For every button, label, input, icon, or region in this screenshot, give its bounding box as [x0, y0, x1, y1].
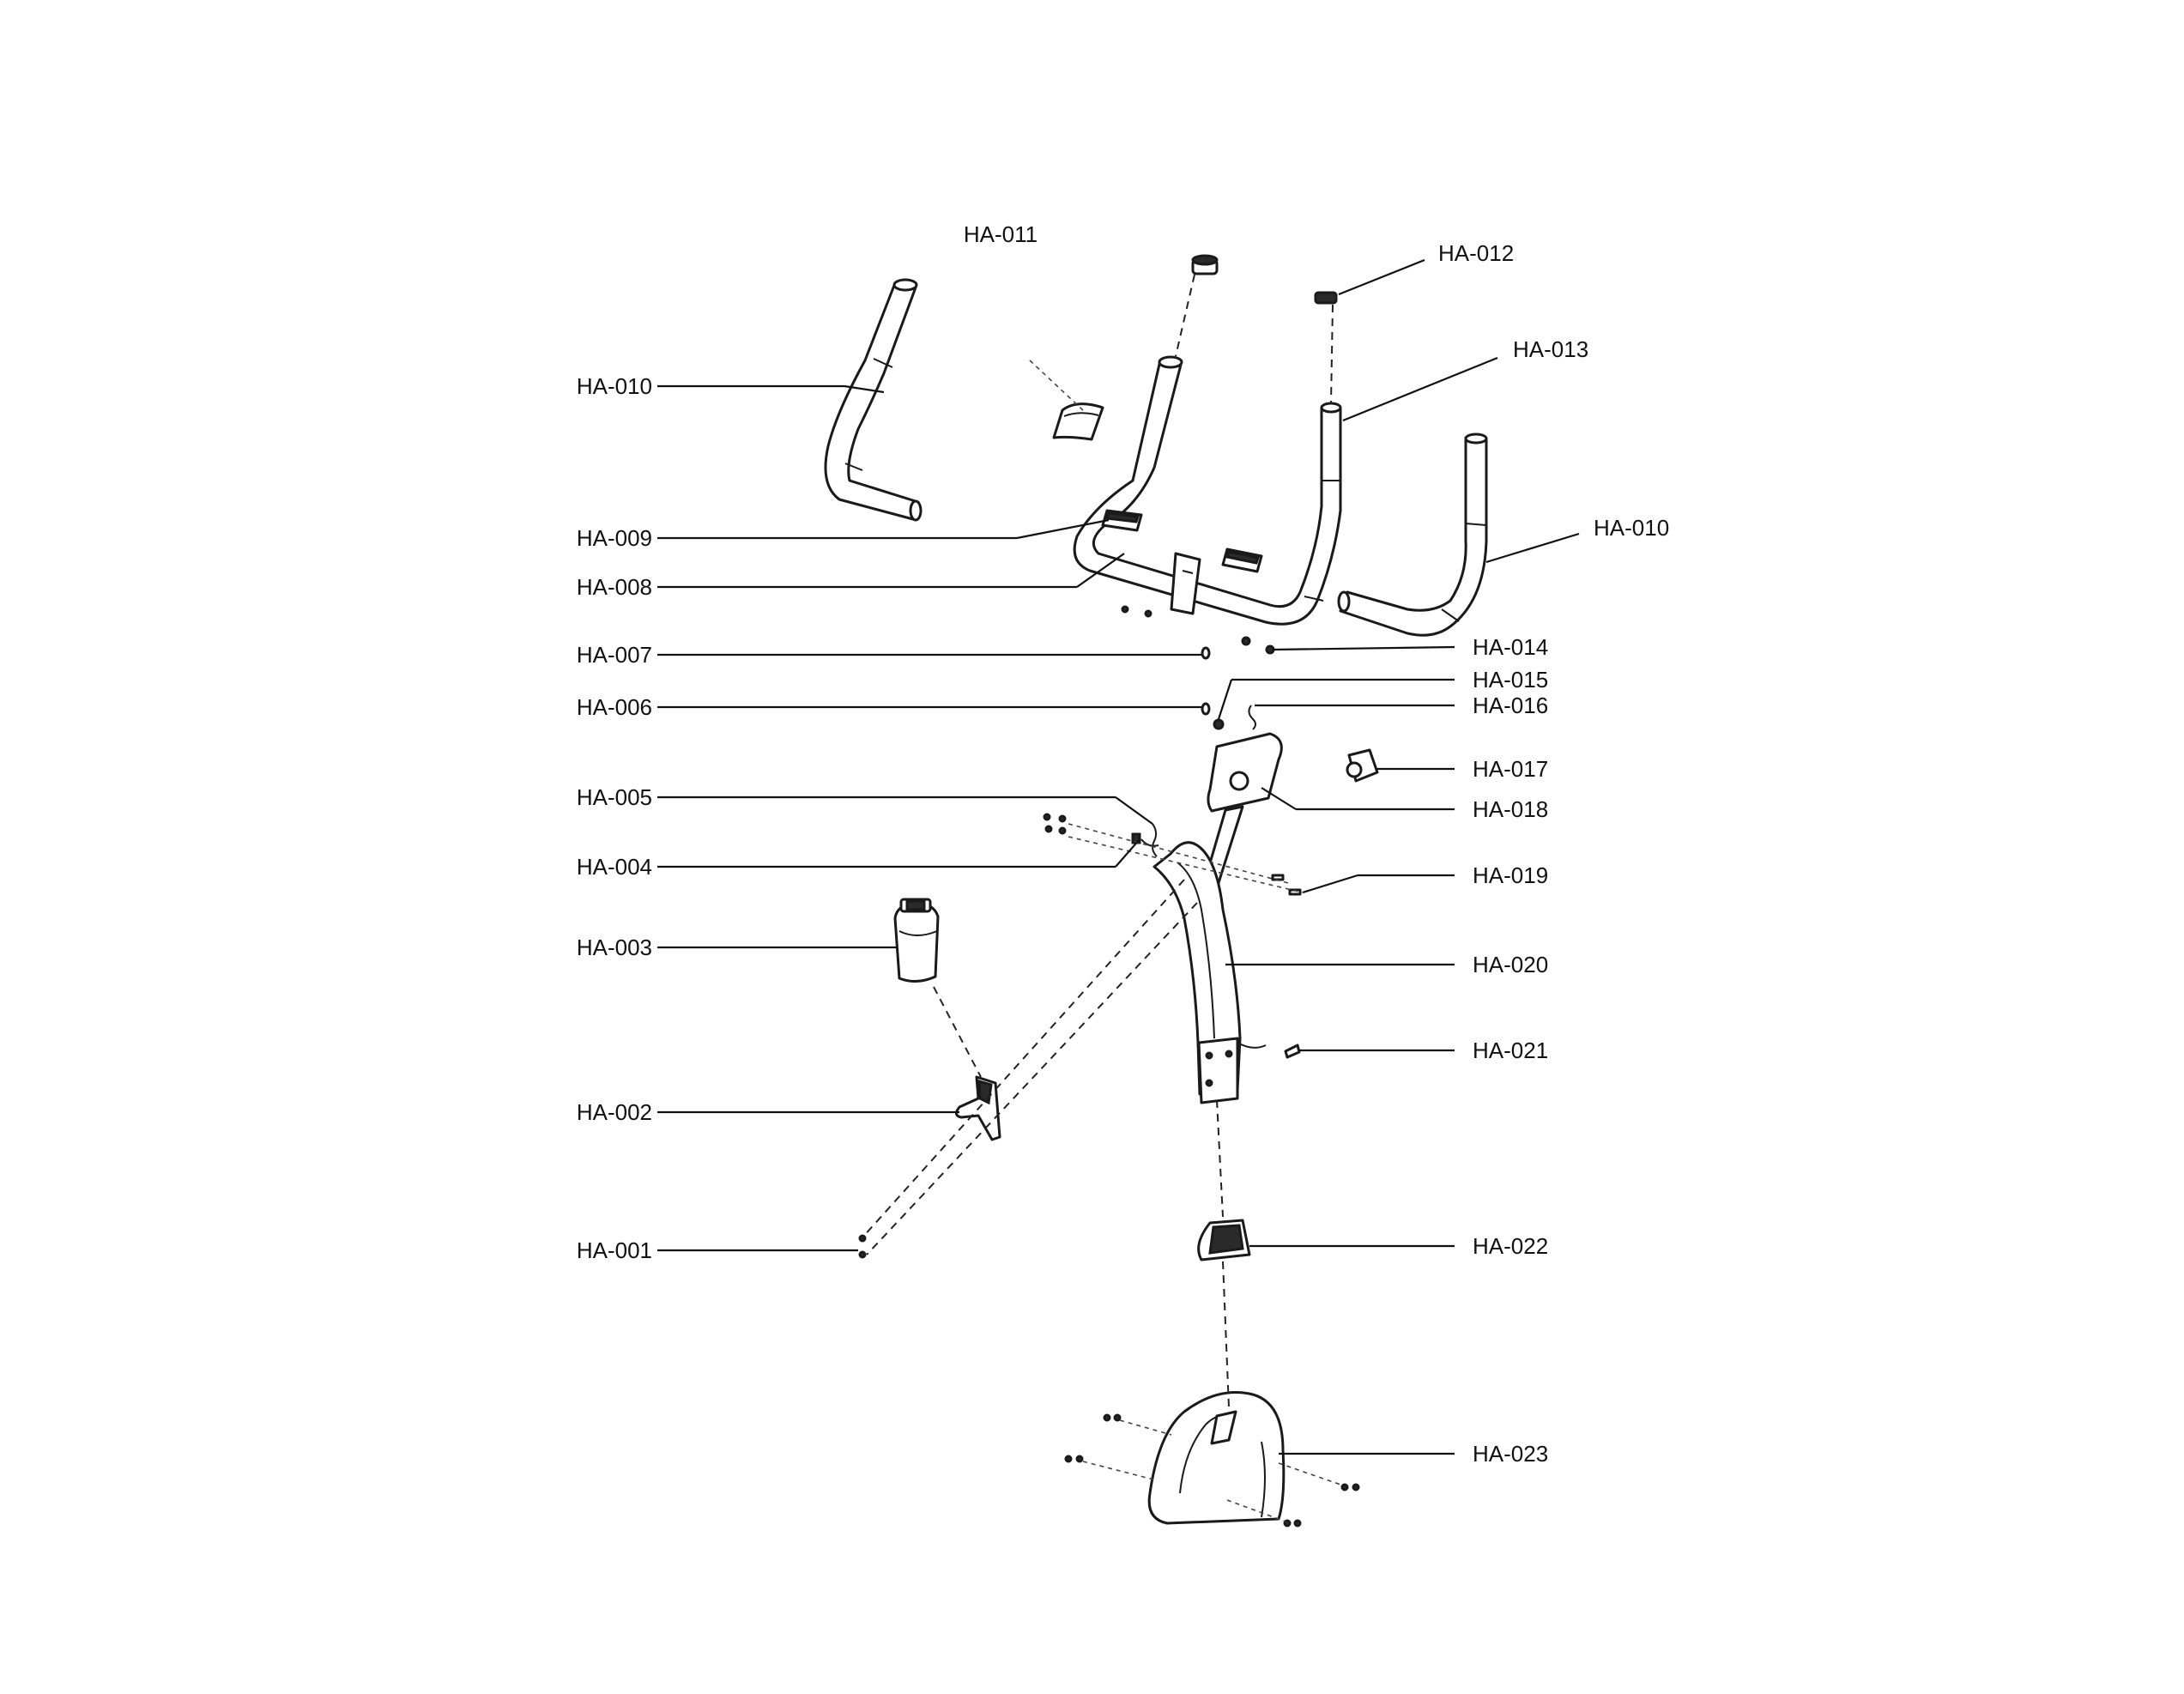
part-labels: HA-011 HA-012 HA-013 HA-010 HA-010 HA-00…: [577, 221, 1669, 1467]
part-ha-012-end-cap-right: [1314, 291, 1338, 305]
label-ha-016: HA-016: [1473, 693, 1548, 718]
label-ha-008: HA-008: [577, 574, 652, 600]
label-ha-015: HA-015: [1473, 667, 1548, 693]
label-ha-006: HA-006: [577, 694, 652, 720]
part-ha-022-cover-plate: [1197, 1219, 1251, 1261]
label-ha-009: HA-009: [577, 525, 652, 551]
part-ha-005-cable: [1152, 823, 1158, 857]
part-ha-010-left-grip: [824, 278, 923, 522]
part-ha-020-upright-column: [1152, 841, 1242, 1104]
label-ha-005: HA-005: [577, 784, 652, 810]
part-ha-012-end-cap-left: [1191, 254, 1219, 275]
label-ha-019: HA-019: [1473, 862, 1548, 888]
part-ha-013-main-handlebar: [1073, 355, 1342, 626]
part-ha-008-mounting-bracket: [1170, 552, 1201, 615]
part-ha-001-screws: [858, 1234, 867, 1259]
label-ha-010-right: HA-010: [1594, 515, 1669, 541]
leader-lines: [657, 258, 1580, 1455]
part-shroud-screws: [1064, 1413, 1360, 1528]
label-ha-023: HA-023: [1473, 1441, 1548, 1467]
part-ha-007-washer: [1201, 646, 1211, 660]
label-ha-013: HA-013: [1513, 336, 1588, 362]
label-ha-017: HA-017: [1473, 756, 1548, 782]
part-ha-003-water-bottle: [893, 898, 940, 983]
label-ha-011: HA-011: [964, 221, 1038, 247]
part-ha-006-bolt: [1201, 702, 1211, 716]
label-ha-001: HA-001: [577, 1237, 652, 1263]
part-ha-023-base-shroud: [1147, 1391, 1286, 1525]
part-ha-018-console-plate: [1200, 732, 1283, 894]
part-ha-009-pulse-sensor-right: [1221, 548, 1263, 573]
part-ha-010-right-grip: [1337, 433, 1488, 637]
part-bolts-handlebar: [1121, 605, 1152, 618]
assembly-guide-lines: [862, 274, 1344, 1522]
label-ha-022: HA-022: [1473, 1233, 1548, 1259]
label-ha-014: HA-014: [1473, 634, 1548, 660]
label-ha-002: HA-002: [577, 1099, 652, 1125]
label-ha-012: HA-012: [1438, 240, 1514, 266]
label-ha-004: HA-004: [577, 854, 652, 880]
part-ha-015-spacer: [1213, 718, 1225, 730]
part-ha-021-wire-clip: [1237, 1042, 1301, 1059]
label-ha-003: HA-003: [577, 935, 652, 960]
label-ha-018: HA-018: [1473, 796, 1548, 822]
part-ha-017-knob: [1346, 748, 1379, 783]
label-ha-007: HA-007: [577, 642, 652, 668]
part-ha-014-nut: [1241, 636, 1275, 655]
label-ha-010-left: HA-010: [577, 373, 652, 399]
label-ha-021: HA-021: [1473, 1038, 1548, 1063]
part-ha-019-bolts: [1043, 813, 1302, 896]
part-ha-016-screw: [1248, 705, 1256, 730]
part-ha-011-foam-pad: [1052, 402, 1104, 441]
label-ha-020: HA-020: [1473, 952, 1548, 977]
